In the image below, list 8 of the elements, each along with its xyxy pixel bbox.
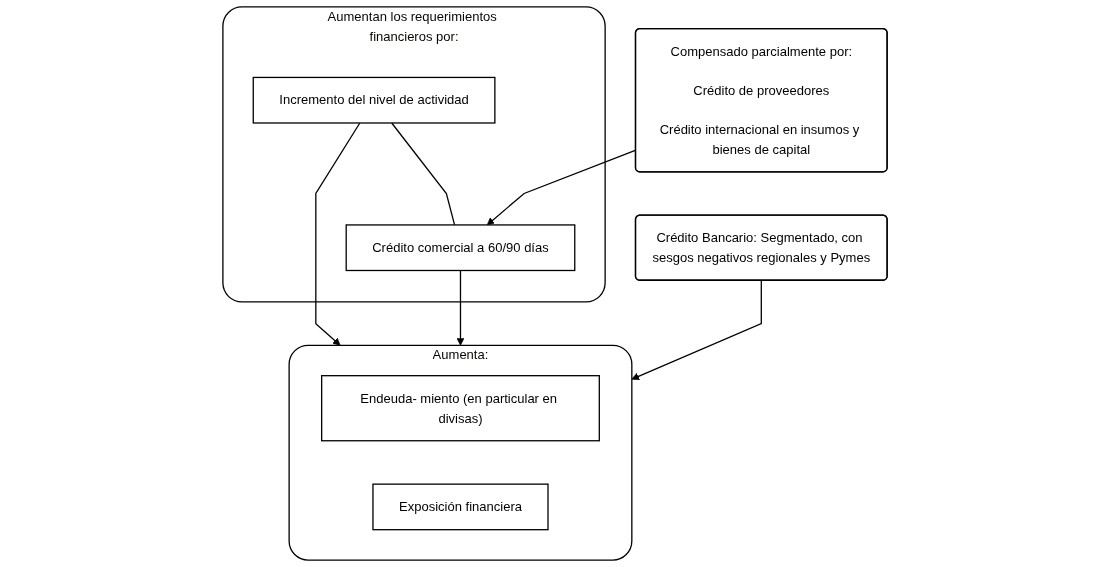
arrow <box>456 269 465 346</box>
node-box: Exposición financiera <box>372 483 549 531</box>
node-box: Crédito comercial a 60/90 días <box>345 224 576 272</box>
connector <box>391 122 456 226</box>
node-box: Incremento del nivel de actividad <box>252 76 496 124</box>
arrow <box>631 279 762 380</box>
node-box: Endeuda- miento (en particular en divisas) <box>321 375 600 442</box>
arrow <box>315 122 361 346</box>
